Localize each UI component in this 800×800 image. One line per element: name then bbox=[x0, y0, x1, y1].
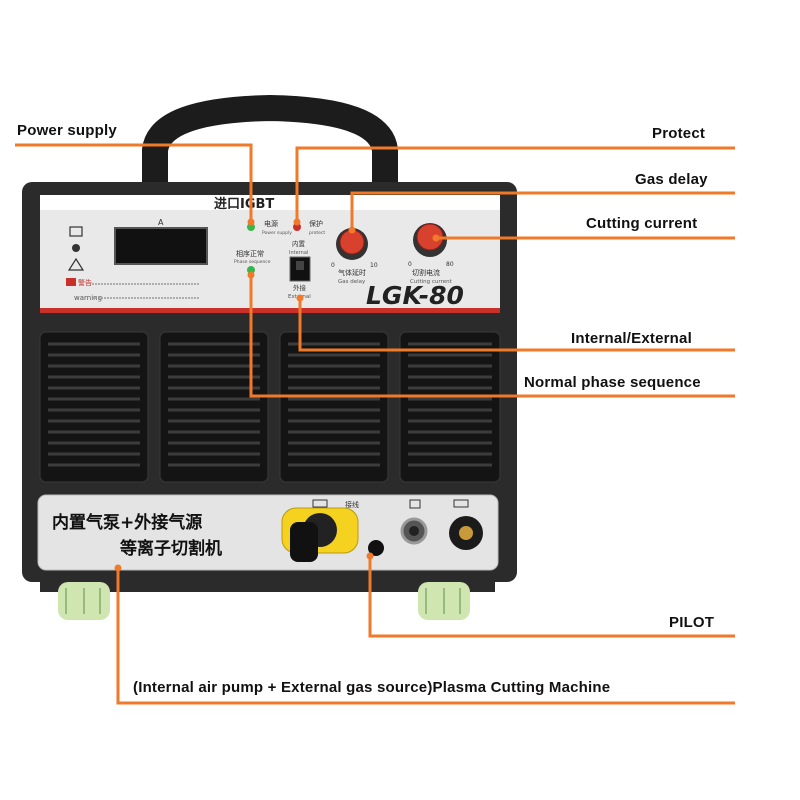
power-led bbox=[247, 223, 255, 231]
lower-line-1: 内置气泵+外接气源 bbox=[52, 512, 202, 533]
panel-red-stripe bbox=[40, 308, 500, 313]
internal-en: Internal bbox=[289, 250, 308, 256]
meter-unit: A bbox=[158, 218, 164, 227]
pilot-knob[interactable] bbox=[368, 540, 384, 556]
power-en: Power supply bbox=[262, 230, 292, 236]
book-icon bbox=[69, 226, 83, 237]
ammeter-display bbox=[114, 227, 208, 265]
protect-led bbox=[293, 223, 301, 231]
leader-dots bbox=[114, 218, 440, 572]
phase-en: Phase sequence bbox=[234, 259, 271, 265]
cur-max: 80 bbox=[446, 261, 454, 268]
leader-power bbox=[15, 143, 253, 222]
internal-cn: 内置 bbox=[292, 239, 306, 248]
switch-rocker bbox=[296, 261, 304, 270]
warning-cn: 警告 bbox=[78, 278, 92, 287]
wheel-left bbox=[58, 582, 110, 620]
plug-icon bbox=[409, 499, 421, 509]
label-power-supply: Power supply bbox=[17, 122, 117, 139]
warning-badge bbox=[66, 278, 76, 286]
label-protect: Protect bbox=[652, 125, 706, 142]
gas-cn: 气体延时 bbox=[338, 268, 366, 277]
protect-en: protect bbox=[309, 230, 325, 236]
leader-pilot bbox=[368, 556, 735, 638]
cabinet-base bbox=[40, 578, 495, 592]
gas-en: Gas delay bbox=[338, 279, 366, 285]
power-cn: 电源 bbox=[264, 219, 278, 228]
clamp-icon bbox=[453, 499, 469, 508]
label-cutting-current: Cutting current bbox=[586, 215, 698, 232]
cur-en: Cutting current bbox=[410, 279, 453, 285]
label-normal-phase: Normal phase sequence bbox=[524, 374, 701, 391]
label-pilot: PILOT bbox=[669, 614, 715, 631]
phase-led bbox=[247, 266, 255, 274]
leader-machine bbox=[116, 568, 735, 705]
vent-slats bbox=[48, 342, 492, 467]
lower-line-2: 等离子切割机 bbox=[120, 538, 222, 559]
socket-icon bbox=[312, 499, 328, 508]
gas-delay-knob[interactable] bbox=[339, 229, 365, 255]
warning-en: warning bbox=[74, 294, 102, 302]
wheel-right bbox=[418, 582, 470, 620]
label-gas-delay: Gas delay bbox=[635, 171, 708, 188]
socket-label: 接线 bbox=[345, 500, 359, 509]
hazard-icon bbox=[72, 244, 80, 252]
external-cn: 外接 bbox=[293, 283, 307, 292]
ground-socket-core bbox=[459, 526, 473, 540]
cur-min: 0 bbox=[408, 261, 412, 268]
cur-cn: 切割电流 bbox=[412, 268, 440, 277]
phase-cn: 相序正常 bbox=[236, 249, 264, 258]
leader-lines bbox=[15, 143, 735, 705]
leader-protect bbox=[295, 146, 735, 222]
leader-internal-external bbox=[298, 298, 735, 352]
gas-max: 10 bbox=[370, 262, 378, 269]
model-text: LGK-80 bbox=[366, 281, 464, 310]
leader-gas-delay bbox=[350, 191, 735, 230]
label-internal-external: Internal/External bbox=[571, 330, 692, 347]
protect-cn: 保护 bbox=[309, 219, 323, 228]
brand-strip bbox=[40, 195, 500, 210]
pilot-connector-core bbox=[409, 526, 419, 536]
torch-cap[interactable] bbox=[290, 522, 318, 562]
carry-handle bbox=[142, 95, 398, 185]
caution-icon bbox=[67, 257, 85, 271]
label-machine-name: (Internal air pump + External gas source… bbox=[133, 679, 611, 696]
leader-phase bbox=[249, 275, 735, 398]
brand-text: 进口IGBT bbox=[214, 197, 274, 212]
gas-min: 0 bbox=[331, 262, 335, 269]
